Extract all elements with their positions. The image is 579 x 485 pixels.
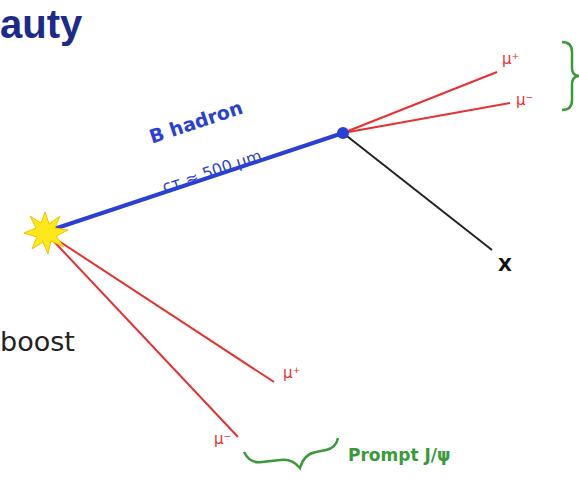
x-track bbox=[343, 133, 492, 250]
muon-label: μ⁻ bbox=[516, 93, 533, 108]
bracket bbox=[562, 42, 579, 110]
muon-label: μ⁺ bbox=[502, 52, 519, 67]
particle-label: Prompt J/ψ bbox=[348, 447, 450, 464]
muon-track bbox=[343, 72, 497, 133]
particle-label: B hadron bbox=[147, 98, 245, 147]
decay-length: cτ ≈ 500 μm bbox=[160, 148, 263, 196]
slide-title: auty bbox=[0, 4, 82, 44]
bracket bbox=[244, 438, 338, 468]
primary-vertex bbox=[24, 212, 68, 254]
decay-vertex bbox=[337, 127, 349, 139]
b-hadron-track bbox=[45, 133, 343, 232]
muon-track bbox=[45, 232, 274, 382]
slide-text: boost bbox=[0, 328, 75, 355]
muon-label: μ⁺ bbox=[283, 366, 300, 381]
muon-track bbox=[343, 103, 510, 133]
muon-label: μ⁻ bbox=[214, 432, 231, 447]
particle-label: X bbox=[498, 256, 512, 274]
